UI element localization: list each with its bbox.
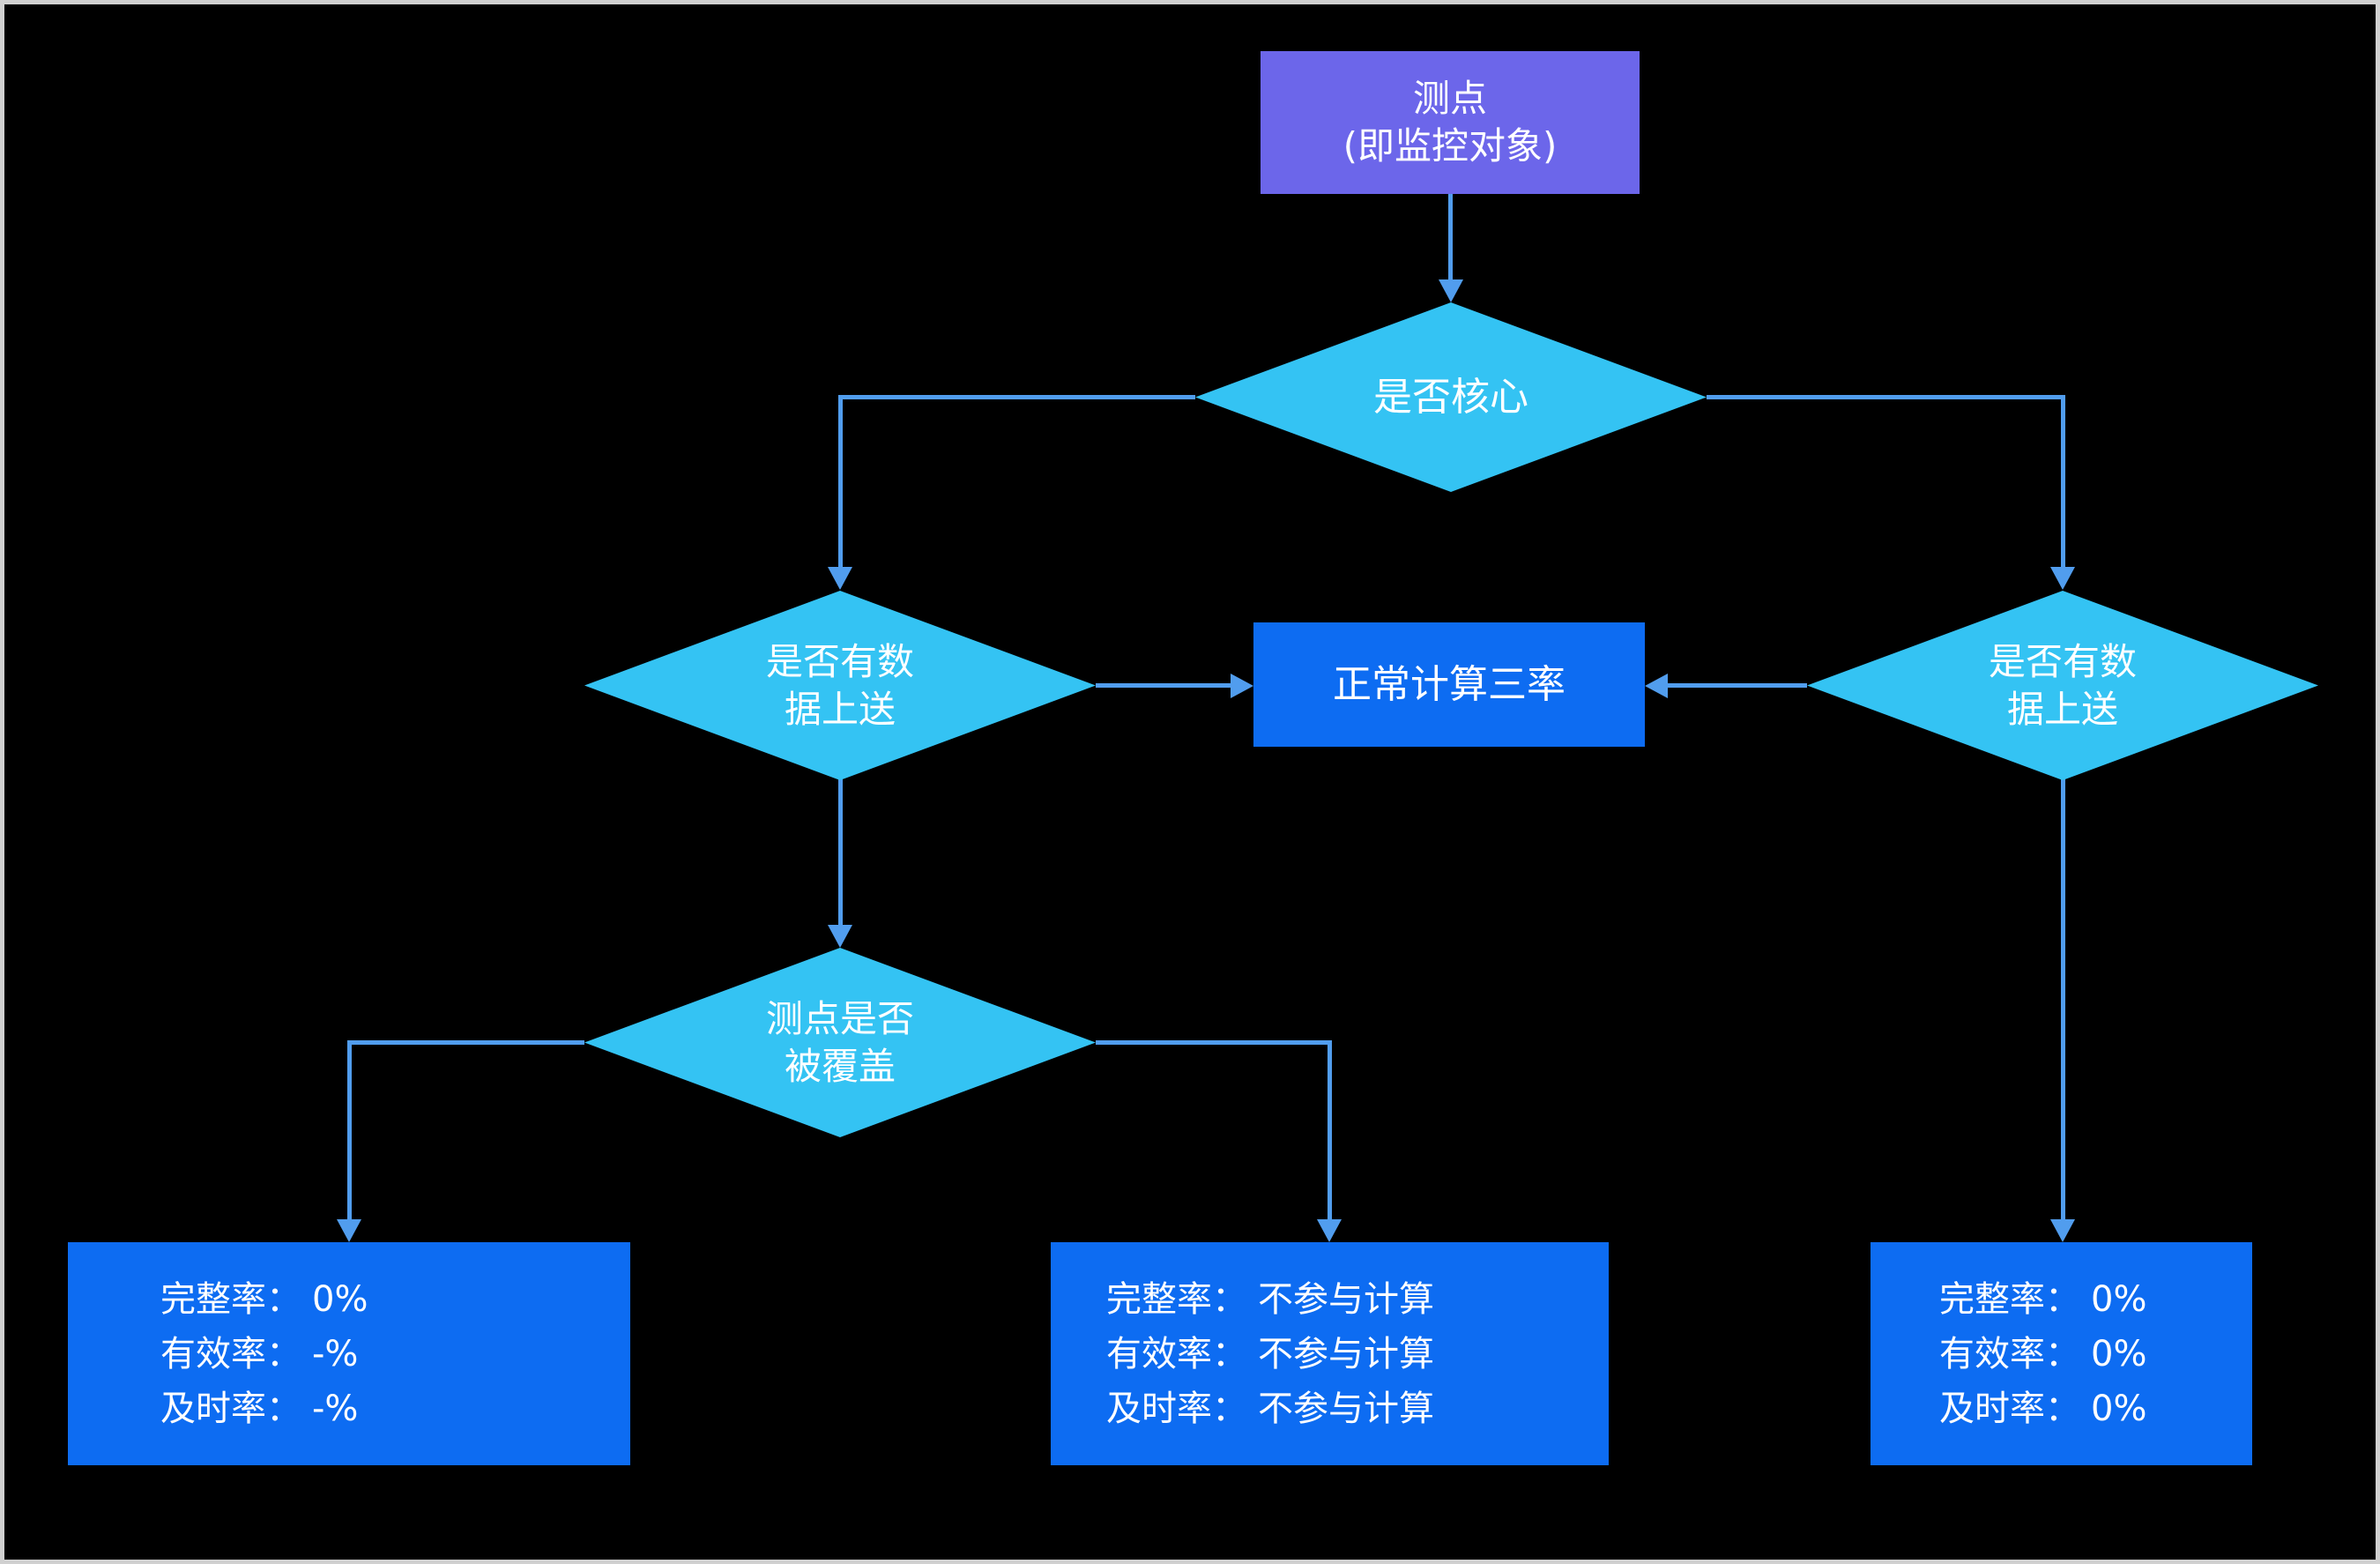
rate-row: 有效率： -%	[160, 1327, 358, 1382]
rate-value: 0%	[312, 1278, 368, 1320]
arrowhead-start-to-core	[1439, 279, 1463, 302]
connector-core-to-left-h	[840, 395, 1195, 399]
decision-left-label-line2: 据上送	[784, 687, 896, 731]
decision-covered-label-line2: 被覆盖	[784, 1044, 896, 1088]
node-outcome-right-rates: 完整率： 0% 有效率： 0% 及时率： 0%	[1871, 1242, 2252, 1465]
connector-core-to-left-v	[838, 395, 843, 567]
decision-is-core-label: 是否核心	[1373, 374, 1528, 420]
rate-value: -%	[312, 1333, 359, 1374]
node-outcome-left-rates: 完整率： 0% 有效率： -% 及时率： -%	[68, 1242, 630, 1465]
start-label-line1: 测点	[1412, 77, 1487, 120]
rate-row: 及时率： 不参与计算	[1106, 1382, 1434, 1436]
arrowhead-leftdata-to-covered	[828, 925, 852, 948]
rate-value: 0%	[2091, 1333, 2147, 1374]
rate-value: 不参与计算	[1258, 1278, 1434, 1320]
decision-right-label-line2: 据上送	[2006, 687, 2118, 731]
arrowhead-rightdata-to-process	[1645, 674, 1668, 698]
rate-label: 及时率：	[160, 1388, 301, 1429]
start-label-line2: (即监控对象)	[1342, 124, 1558, 168]
rate-label: 完整率：	[1939, 1278, 2080, 1320]
rate-row: 及时率： -%	[160, 1382, 358, 1436]
arrowhead-covered-to-outleft	[337, 1219, 361, 1242]
connector-core-to-right-h	[1707, 395, 2063, 399]
connector-covered-to-outmiddle-v	[1328, 1040, 1332, 1219]
rate-row: 有效率： 不参与计算	[1106, 1327, 1434, 1382]
rate-row: 完整率： 0%	[1939, 1272, 2146, 1327]
rate-value: 0%	[2091, 1278, 2147, 1320]
arrowhead-core-to-left	[828, 567, 852, 590]
decision-left-label-line1: 是否有数	[765, 639, 914, 683]
rate-label: 有效率：	[1106, 1333, 1247, 1374]
decision-right-label-line1: 是否有数	[1988, 639, 2137, 683]
rate-row: 及时率： 0%	[1939, 1382, 2146, 1436]
rate-row: 完整率： 不参与计算	[1106, 1272, 1434, 1327]
node-outcome-middle-rates: 完整率： 不参与计算 有效率： 不参与计算 及时率： 不参与计算	[1051, 1242, 1609, 1465]
rate-label: 及时率：	[1939, 1388, 2080, 1429]
node-decision-left-has-data: 是否有数 据上送	[584, 591, 1096, 780]
connector-start-to-core	[1448, 194, 1453, 281]
rate-row: 有效率： 0%	[1939, 1327, 2146, 1382]
connector-covered-to-outmiddle-h	[1096, 1040, 1329, 1045]
arrowhead-leftdata-to-process	[1231, 674, 1253, 698]
node-process-normal-calc: 正常计算三率	[1253, 622, 1645, 747]
decision-covered-label-line1: 测点是否	[765, 996, 914, 1040]
node-decision-right-has-data: 是否有数 据上送	[1807, 591, 2318, 780]
rate-label: 有效率：	[160, 1333, 301, 1374]
connector-core-to-right-v	[2061, 395, 2065, 567]
connector-covered-to-outleft-v	[347, 1040, 352, 1219]
connector-leftdata-to-process	[1096, 683, 1231, 688]
rate-value: 0%	[2091, 1388, 2147, 1429]
connector-rightdata-to-outright	[2061, 778, 2065, 1219]
rate-row: 完整率： 0%	[160, 1272, 368, 1327]
rate-label: 完整率：	[1106, 1278, 1247, 1320]
node-decision-point-covered: 测点是否 被覆盖	[584, 948, 1096, 1137]
arrowhead-covered-to-outmiddle	[1317, 1219, 1342, 1242]
rate-label: 完整率：	[160, 1278, 301, 1320]
connector-rightdata-to-process	[1668, 683, 1807, 688]
rate-label: 及时率：	[1106, 1388, 1247, 1429]
connector-covered-to-outleft-h	[349, 1040, 584, 1045]
node-decision-is-core: 是否核心	[1195, 302, 1707, 492]
connector-leftdata-to-covered	[838, 778, 843, 925]
rate-value: 不参与计算	[1258, 1388, 1434, 1429]
node-start-measure-point: 测点 (即监控对象)	[1261, 51, 1640, 194]
process-normal-label: 正常计算三率	[1333, 661, 1566, 707]
rate-label: 有效率：	[1939, 1333, 2080, 1374]
arrowhead-core-to-right	[2050, 567, 2075, 590]
rate-value: 不参与计算	[1258, 1333, 1434, 1374]
rate-value: -%	[312, 1388, 359, 1429]
arrowhead-rightdata-to-outright	[2050, 1219, 2075, 1242]
